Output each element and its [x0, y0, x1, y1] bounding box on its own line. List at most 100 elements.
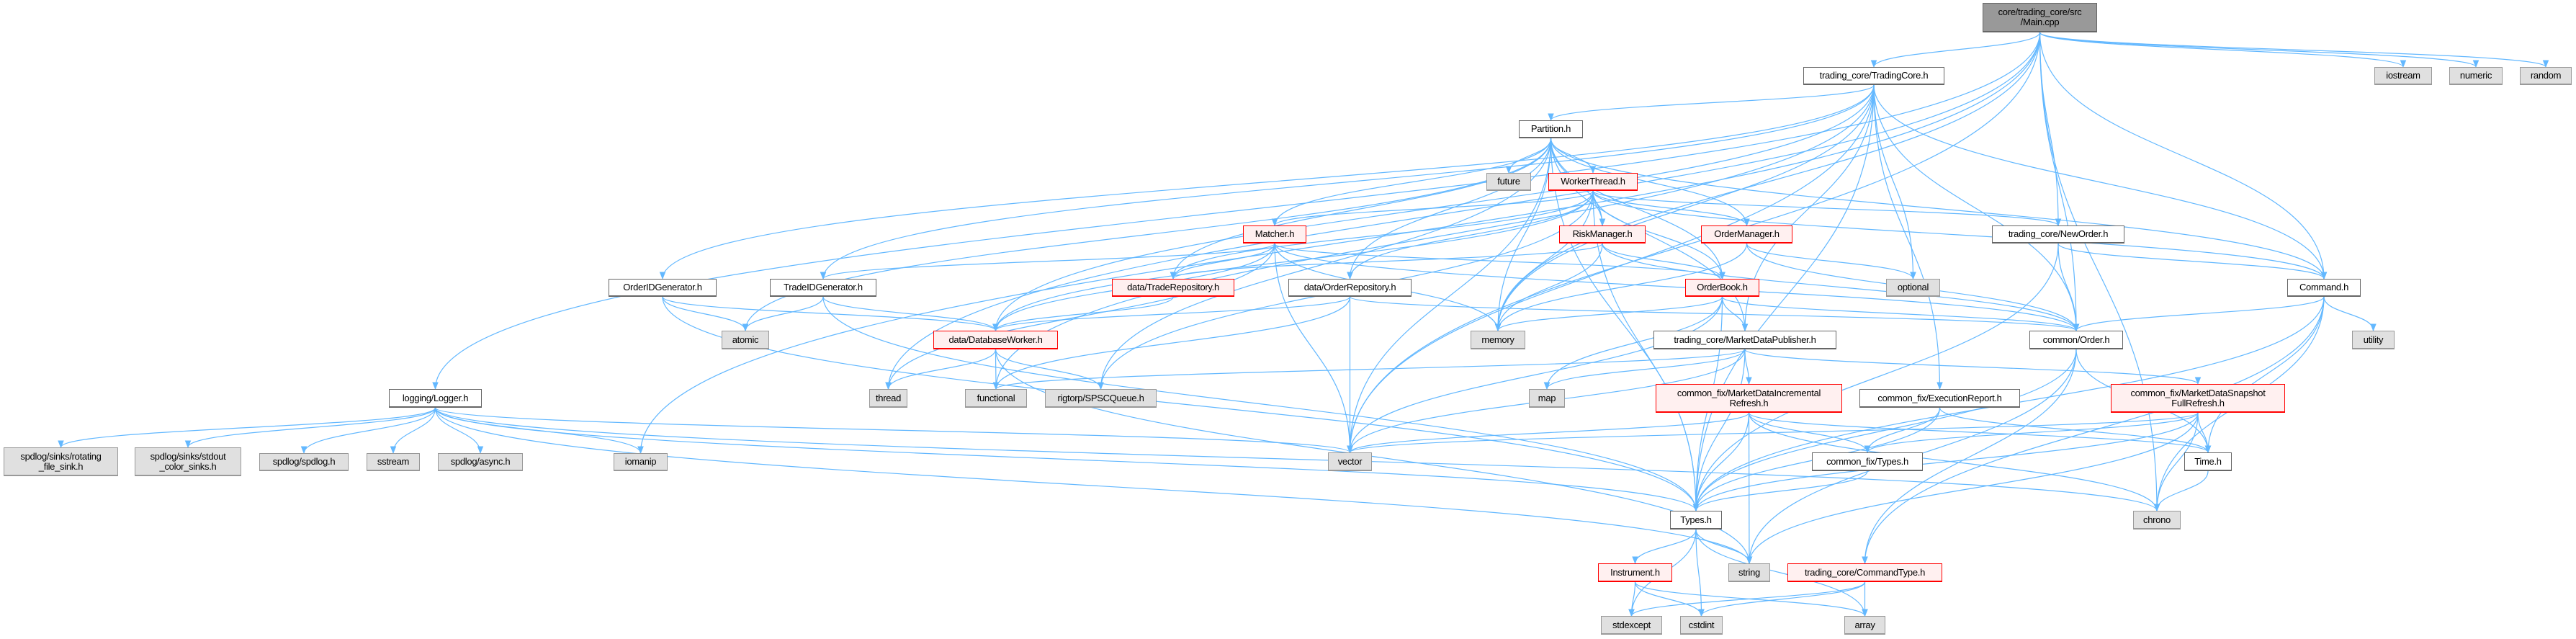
edge-tradingcore-to-orderidgen	[659, 84, 1875, 280]
node-memory: memory	[1471, 331, 1525, 349]
edge-main-to-memory	[1494, 32, 2041, 332]
edge-mdsnap-to-string	[1746, 412, 2199, 565]
edge-logger-to-string	[434, 407, 1753, 565]
node-dbworker[interactable]: data/DatabaseWorker.h	[933, 331, 1058, 349]
edge-workerthread-to-orderbook	[1592, 190, 1725, 280]
edge-matcher-to-vector	[1274, 243, 1353, 454]
edge-mdincr-to-time	[1748, 412, 2212, 454]
node-partition[interactable]: Partition.h	[1519, 120, 1583, 138]
edge-main-to-iostream	[2039, 32, 2407, 68]
edge-partition-to-atomic	[742, 138, 1552, 332]
edge-tradingcore-to-tradeidgen	[820, 84, 1875, 280]
edge-orderbook-to-memory	[1494, 296, 1723, 332]
edge-workerthread-to-traderepo	[1170, 190, 1594, 280]
edge-mdincr-to-vector	[1347, 412, 1750, 454]
edge-orderbook-to-order	[1721, 296, 2080, 332]
edge-tradeidgen-to-dbworker	[822, 296, 999, 332]
edge-riskmanager-to-memory	[1494, 243, 1603, 332]
edge-workerthread-to-neworder	[1592, 190, 2062, 227]
edge-command-to-time	[2204, 296, 2325, 454]
edge-orderbook-to-map	[1543, 296, 1723, 390]
edge-types-to-array	[1695, 529, 1868, 617]
edge-tradingcore-to-order	[1873, 84, 2080, 332]
node-spsc: rigtorp/SPSCQueue.h	[1045, 389, 1157, 408]
node-sstream: sstream	[367, 453, 420, 471]
edge-partition-to-future	[1505, 138, 1552, 174]
edge-logger-to-rotating	[58, 407, 436, 449]
node-orderidgen[interactable]: OrderIDGenerator.h	[609, 279, 717, 297]
node-map: map	[1529, 389, 1565, 408]
node-async: spdlog/async.h	[438, 453, 523, 471]
edge-orderbook-to-vector	[1347, 296, 1723, 454]
edge-riskmanager-to-orderbook	[1602, 243, 1725, 280]
node-tradeidgen[interactable]: TradeIDGenerator.h	[770, 279, 876, 297]
edge-tradingcore-to-command	[1873, 84, 2328, 280]
edge-mdincr-to-chrono	[1748, 412, 2160, 512]
edge-tradingcore-to-optional	[1873, 84, 1916, 280]
node-types[interactable]: Types.h	[1670, 511, 1722, 529]
edge-partition-to-traderepo	[1170, 138, 1552, 280]
node-workerthread[interactable]: WorkerThread.h	[1548, 173, 1638, 191]
edge-workerthread-to-orderrepo	[1347, 190, 1594, 280]
node-time[interactable]: Time.h	[2184, 452, 2232, 471]
edge-workerthread-to-command	[1592, 190, 2328, 280]
edge-logger-to-chrono	[434, 407, 2160, 512]
node-orderrepo[interactable]: data/OrderRepository.h	[1288, 279, 1412, 297]
edge-matcher-to-thread	[885, 243, 1275, 390]
edge-riskmanager-to-traderepo	[1170, 243, 1603, 280]
edge-main-to-neworder	[2039, 32, 2062, 227]
node-order[interactable]: common/Order.h	[2029, 331, 2123, 349]
node-fixtypes[interactable]: common_fix/Types.h	[1812, 452, 1923, 471]
node-matcher[interactable]: Matcher.h	[1243, 225, 1306, 243]
node-orderbook[interactable]: OrderBook.h	[1685, 279, 1759, 297]
edge-mdpublisher-to-mdincr	[1744, 349, 1752, 385]
edge-ordermanager-to-optional	[1746, 243, 1916, 280]
node-ordermanager[interactable]: OrderManager.h	[1701, 225, 1792, 243]
node-numeric: numeric	[2449, 67, 2503, 85]
node-riskmanager[interactable]: RiskManager.h	[1559, 225, 1646, 243]
edge-neworder-to-order	[2057, 243, 2080, 332]
edge-orderrepo-to-dbworker	[992, 296, 1351, 332]
node-main[interactable]: core/trading_core/src /Main.cpp	[1983, 3, 2097, 32]
node-random: random	[2520, 67, 2572, 85]
edge-dbworker-to-spsc	[995, 349, 1104, 390]
edge-logger-to-types	[434, 407, 1700, 512]
edge-partition-to-types	[1550, 138, 1700, 512]
node-command[interactable]: Command.h	[2287, 279, 2361, 297]
edge-main-to-command	[2039, 32, 2328, 280]
node-instrument[interactable]: Instrument.h	[1598, 563, 1672, 582]
node-thread: thread	[869, 389, 907, 408]
edge-command-to-commandtype	[1862, 296, 2325, 565]
edge-mdincr-to-types	[1692, 412, 1750, 512]
edge-command-to-utility	[2323, 296, 2377, 332]
edge-partition-to-matcher	[1271, 138, 1552, 227]
edge-logger-to-stdout	[184, 407, 436, 449]
node-iomanip: iomanip	[614, 453, 668, 471]
node-neworder[interactable]: trading_core/NewOrder.h	[1992, 225, 2124, 243]
edge-traderepo-to-dbworker	[992, 296, 1174, 332]
node-functional: functional	[965, 389, 1027, 408]
node-tradingcore[interactable]: trading_core/TradingCore.h	[1803, 67, 1944, 85]
edge-neworder-to-command	[2057, 243, 2328, 280]
node-array: array	[1844, 616, 1885, 635]
edge-orderidgen-to-dbworker	[662, 296, 999, 332]
node-stdout: spdlog/sinks/stdout _color_sinks.h	[135, 447, 241, 476]
node-mdpublisher[interactable]: trading_core/MarketDataPublisher.h	[1653, 331, 1836, 349]
edge-main-to-logger	[432, 32, 2041, 390]
edge-mdincr-to-string	[1746, 412, 1753, 565]
edge-tradingcore-to-types	[1692, 84, 1875, 512]
node-execreport[interactable]: common_fix/ExecutionReport.h	[1859, 389, 2020, 408]
edge-partition-to-workerthread	[1550, 138, 1597, 174]
node-logger[interactable]: logging/Logger.h	[389, 389, 482, 408]
edge-workerthread-to-ordermanager	[1592, 190, 1750, 227]
node-traderepo[interactable]: data/TradeRepository.h	[1112, 279, 1234, 297]
edge-main-to-thread	[885, 32, 2041, 390]
node-mdincr[interactable]: common_fix/MarketDataIncremental Refresh…	[1656, 384, 1842, 413]
edge-main-to-numeric	[2039, 32, 2479, 68]
node-commandtype[interactable]: trading_core/CommandType.h	[1787, 563, 1942, 582]
edge-workerthread-to-dbworker	[992, 190, 1594, 332]
node-mdsnap[interactable]: common_fix/MarketDataSnapshot FullRefres…	[2111, 384, 2285, 413]
edge-matcher-to-traderepo	[1170, 243, 1275, 280]
edge-main-to-tradingcore	[1870, 32, 2041, 68]
